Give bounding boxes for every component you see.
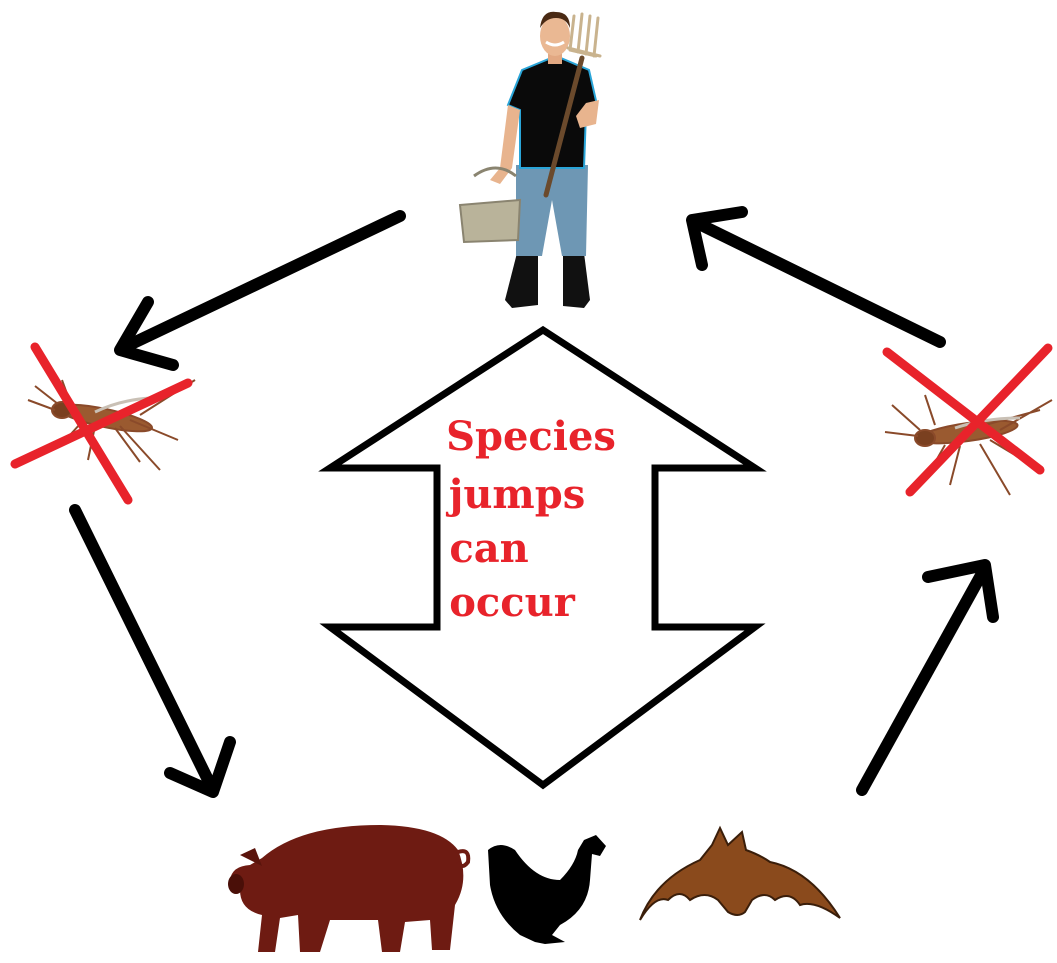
label-line-2: jumps	[446, 471, 585, 518]
right-mosquito-crossed-icon	[882, 343, 1053, 497]
arrow-animals-to-right-mosquito	[856, 559, 999, 796]
label-line-3: can	[449, 525, 528, 572]
bat-icon	[639, 825, 841, 921]
arrow-right-mosquito-to-farmer	[686, 206, 946, 348]
label-line-4: occur	[449, 579, 575, 626]
left-mosquito-crossed-icon	[10, 342, 196, 505]
species-jumps-label: Species jumps can occur	[446, 413, 630, 626]
arrow-left-mosquito-to-animals	[69, 504, 236, 798]
cross-mark-icon	[882, 343, 1053, 497]
arrow-farmer-to-left-mosquito	[114, 210, 406, 371]
chicken-icon	[488, 835, 606, 944]
pig-icon	[228, 825, 471, 952]
farmer-icon	[458, 11, 602, 308]
mosquito-icon	[27, 379, 196, 471]
label-line-1: Species	[446, 413, 616, 460]
cross-mark-icon	[10, 342, 193, 505]
bidirectional-block-arrow	[318, 325, 767, 790]
